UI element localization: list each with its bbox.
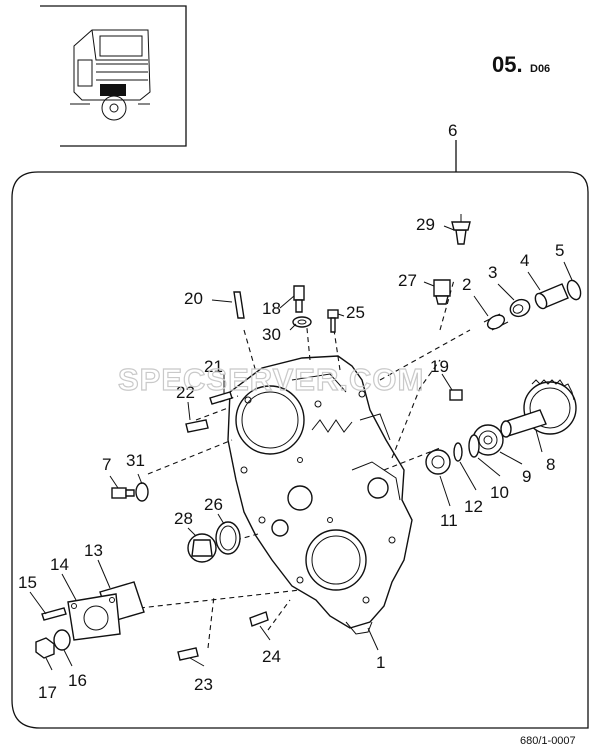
- callout-28: 28: [174, 509, 193, 528]
- truck-cab-icon: [70, 29, 151, 121]
- callout-26: 26: [204, 495, 223, 514]
- part-30-washer: [292, 316, 312, 328]
- vehicle-thumbnail: [40, 5, 187, 147]
- part-7-bolt: [111, 487, 135, 499]
- callout-11: 11: [440, 511, 458, 530]
- callout-10: 10: [490, 483, 509, 502]
- callout-29: 29: [416, 215, 435, 234]
- callout-6: 6: [448, 121, 457, 140]
- part-22-stud: [185, 419, 209, 433]
- callout-15: 15: [18, 573, 37, 592]
- callout-30: 30: [262, 325, 281, 344]
- leader-lines: [29, 225, 573, 671]
- callout-7: 7: [102, 455, 111, 474]
- drawing-code: 680/1-0007: [520, 735, 576, 747]
- part-29-screw: [451, 214, 471, 245]
- callout-13: 13: [84, 541, 103, 560]
- part-2-spring: [483, 313, 509, 331]
- callout-1: 1: [376, 653, 385, 672]
- callout-16: 16: [68, 671, 87, 690]
- callout-24: 24: [262, 647, 281, 666]
- callout-23: 23: [194, 675, 213, 694]
- part-23-stud: [177, 647, 199, 661]
- part-17-nut: [35, 637, 55, 659]
- assembly-boundary: [11, 171, 589, 729]
- callout-8: 8: [546, 455, 555, 474]
- part-25-bolt: [327, 309, 339, 333]
- watermark-text: SPECSERVER.COM: [118, 362, 424, 397]
- part-14-flange: [67, 593, 121, 641]
- part-5-ring: [566, 279, 582, 301]
- section-number: 05.: [492, 52, 523, 77]
- callout-31: 31: [126, 451, 145, 470]
- callout-2: 2: [462, 275, 471, 294]
- part-12-ring: [453, 442, 463, 462]
- part-3-piston: [509, 298, 531, 318]
- part-16-ring: [53, 629, 71, 651]
- callout-17: 17: [38, 683, 57, 702]
- part-31-washer: [135, 482, 149, 502]
- callout-9: 9: [522, 467, 531, 486]
- callout-21: 21: [204, 357, 223, 376]
- part-10-ring: [468, 434, 480, 458]
- callout-20: 20: [184, 289, 203, 308]
- part-19-plug: [449, 389, 463, 401]
- part-28-plug: [187, 533, 217, 563]
- part-27-union: [433, 279, 451, 305]
- callout-labels: 1 2 3 4 5 6 7 8 9 10 11 12 13 14 15 16 1…: [18, 121, 564, 702]
- part-21-stud: [209, 391, 233, 405]
- part-8-gear-shaft: [500, 379, 577, 438]
- assembly-lines: [121, 279, 471, 649]
- part-18-nipple: [293, 285, 305, 313]
- callout-18: 18: [262, 299, 281, 318]
- callout-4: 4: [520, 251, 529, 270]
- callout-27: 27: [398, 271, 417, 290]
- gear-housing-cover: [227, 355, 413, 635]
- part-15-stud: [41, 607, 67, 621]
- part-4-sleeve: [534, 283, 569, 310]
- part-20-stud: [233, 291, 245, 319]
- callout-25: 25: [346, 303, 365, 322]
- part-24-dowel: [249, 611, 269, 627]
- part-26-o-ring: [215, 521, 241, 555]
- callout-22: 22: [176, 383, 195, 402]
- part-11-bearing: [425, 449, 451, 475]
- callout-12: 12: [464, 497, 483, 516]
- callout-14: 14: [50, 555, 69, 574]
- section-suffix: D06: [530, 63, 550, 75]
- callout-3: 3: [488, 263, 497, 282]
- callout-19: 19: [430, 357, 449, 376]
- callout-5: 5: [555, 241, 564, 260]
